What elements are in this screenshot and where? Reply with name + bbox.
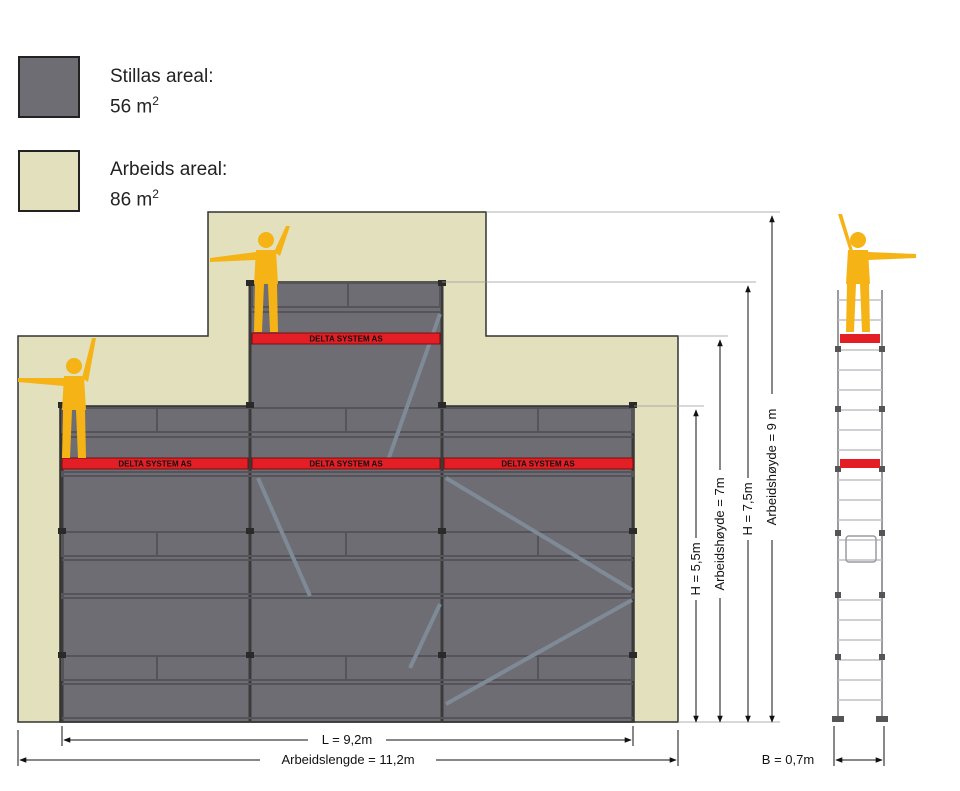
work-area-swatch (18, 150, 80, 212)
work-height-low-label: Arbeidshøyde = 7m (712, 477, 727, 590)
banner-left-label: DELTA SYSTEM AS (118, 460, 192, 469)
scaffold-area-value: 56 m2 (110, 94, 159, 118)
width-label: B = 0,7m (762, 752, 814, 767)
banner-top-label: DELTA SYSTEM AS (309, 335, 383, 344)
side-banner-top (840, 334, 880, 343)
guide-lines (442, 211, 780, 723)
scaffold-joints (58, 280, 637, 658)
banner-right-label: DELTA SYSTEM AS (501, 460, 575, 469)
work-area-legend: Arbeids areal: 86 m2 (110, 157, 227, 212)
side-banner-middle (840, 459, 880, 468)
banner-middle (251, 457, 441, 470)
vertical-dimensions (693, 215, 775, 723)
length-label: L = 9,2m (322, 732, 372, 747)
banner-top (251, 332, 441, 345)
banner-left (61, 457, 249, 470)
vertical-dimension-labels: H = 5,5m Arbeidshøyde = 7m H = 7,5m Arbe… (688, 394, 779, 600)
worker-figure-top (210, 226, 290, 332)
side-view-scaffold (832, 290, 888, 722)
scaffold-ledgers (61, 282, 634, 719)
scaffold-braces (256, 313, 634, 706)
banner-right (443, 457, 634, 470)
scaffold-area-label: Stillas areal: (110, 66, 214, 87)
banner-middle-label: DELTA SYSTEM AS (309, 460, 383, 469)
height-low-label: H = 5,5m (688, 542, 703, 595)
work-area-value: 86 m2 (110, 187, 159, 211)
worker-figure-side (838, 214, 916, 332)
scaffold-area-swatch (18, 56, 80, 118)
work-height-high-label: Arbeidshøyde = 9 m (764, 409, 779, 526)
work-length-label: Arbeidslengde = 11,2m (281, 752, 414, 767)
height-high-label: H = 7,5m (740, 482, 755, 535)
work-area-label: Arbeids areal: (110, 159, 228, 180)
scaffold-area-legend: Stillas areal: 56 m2 (110, 64, 214, 119)
worker-figure-left (18, 338, 96, 458)
